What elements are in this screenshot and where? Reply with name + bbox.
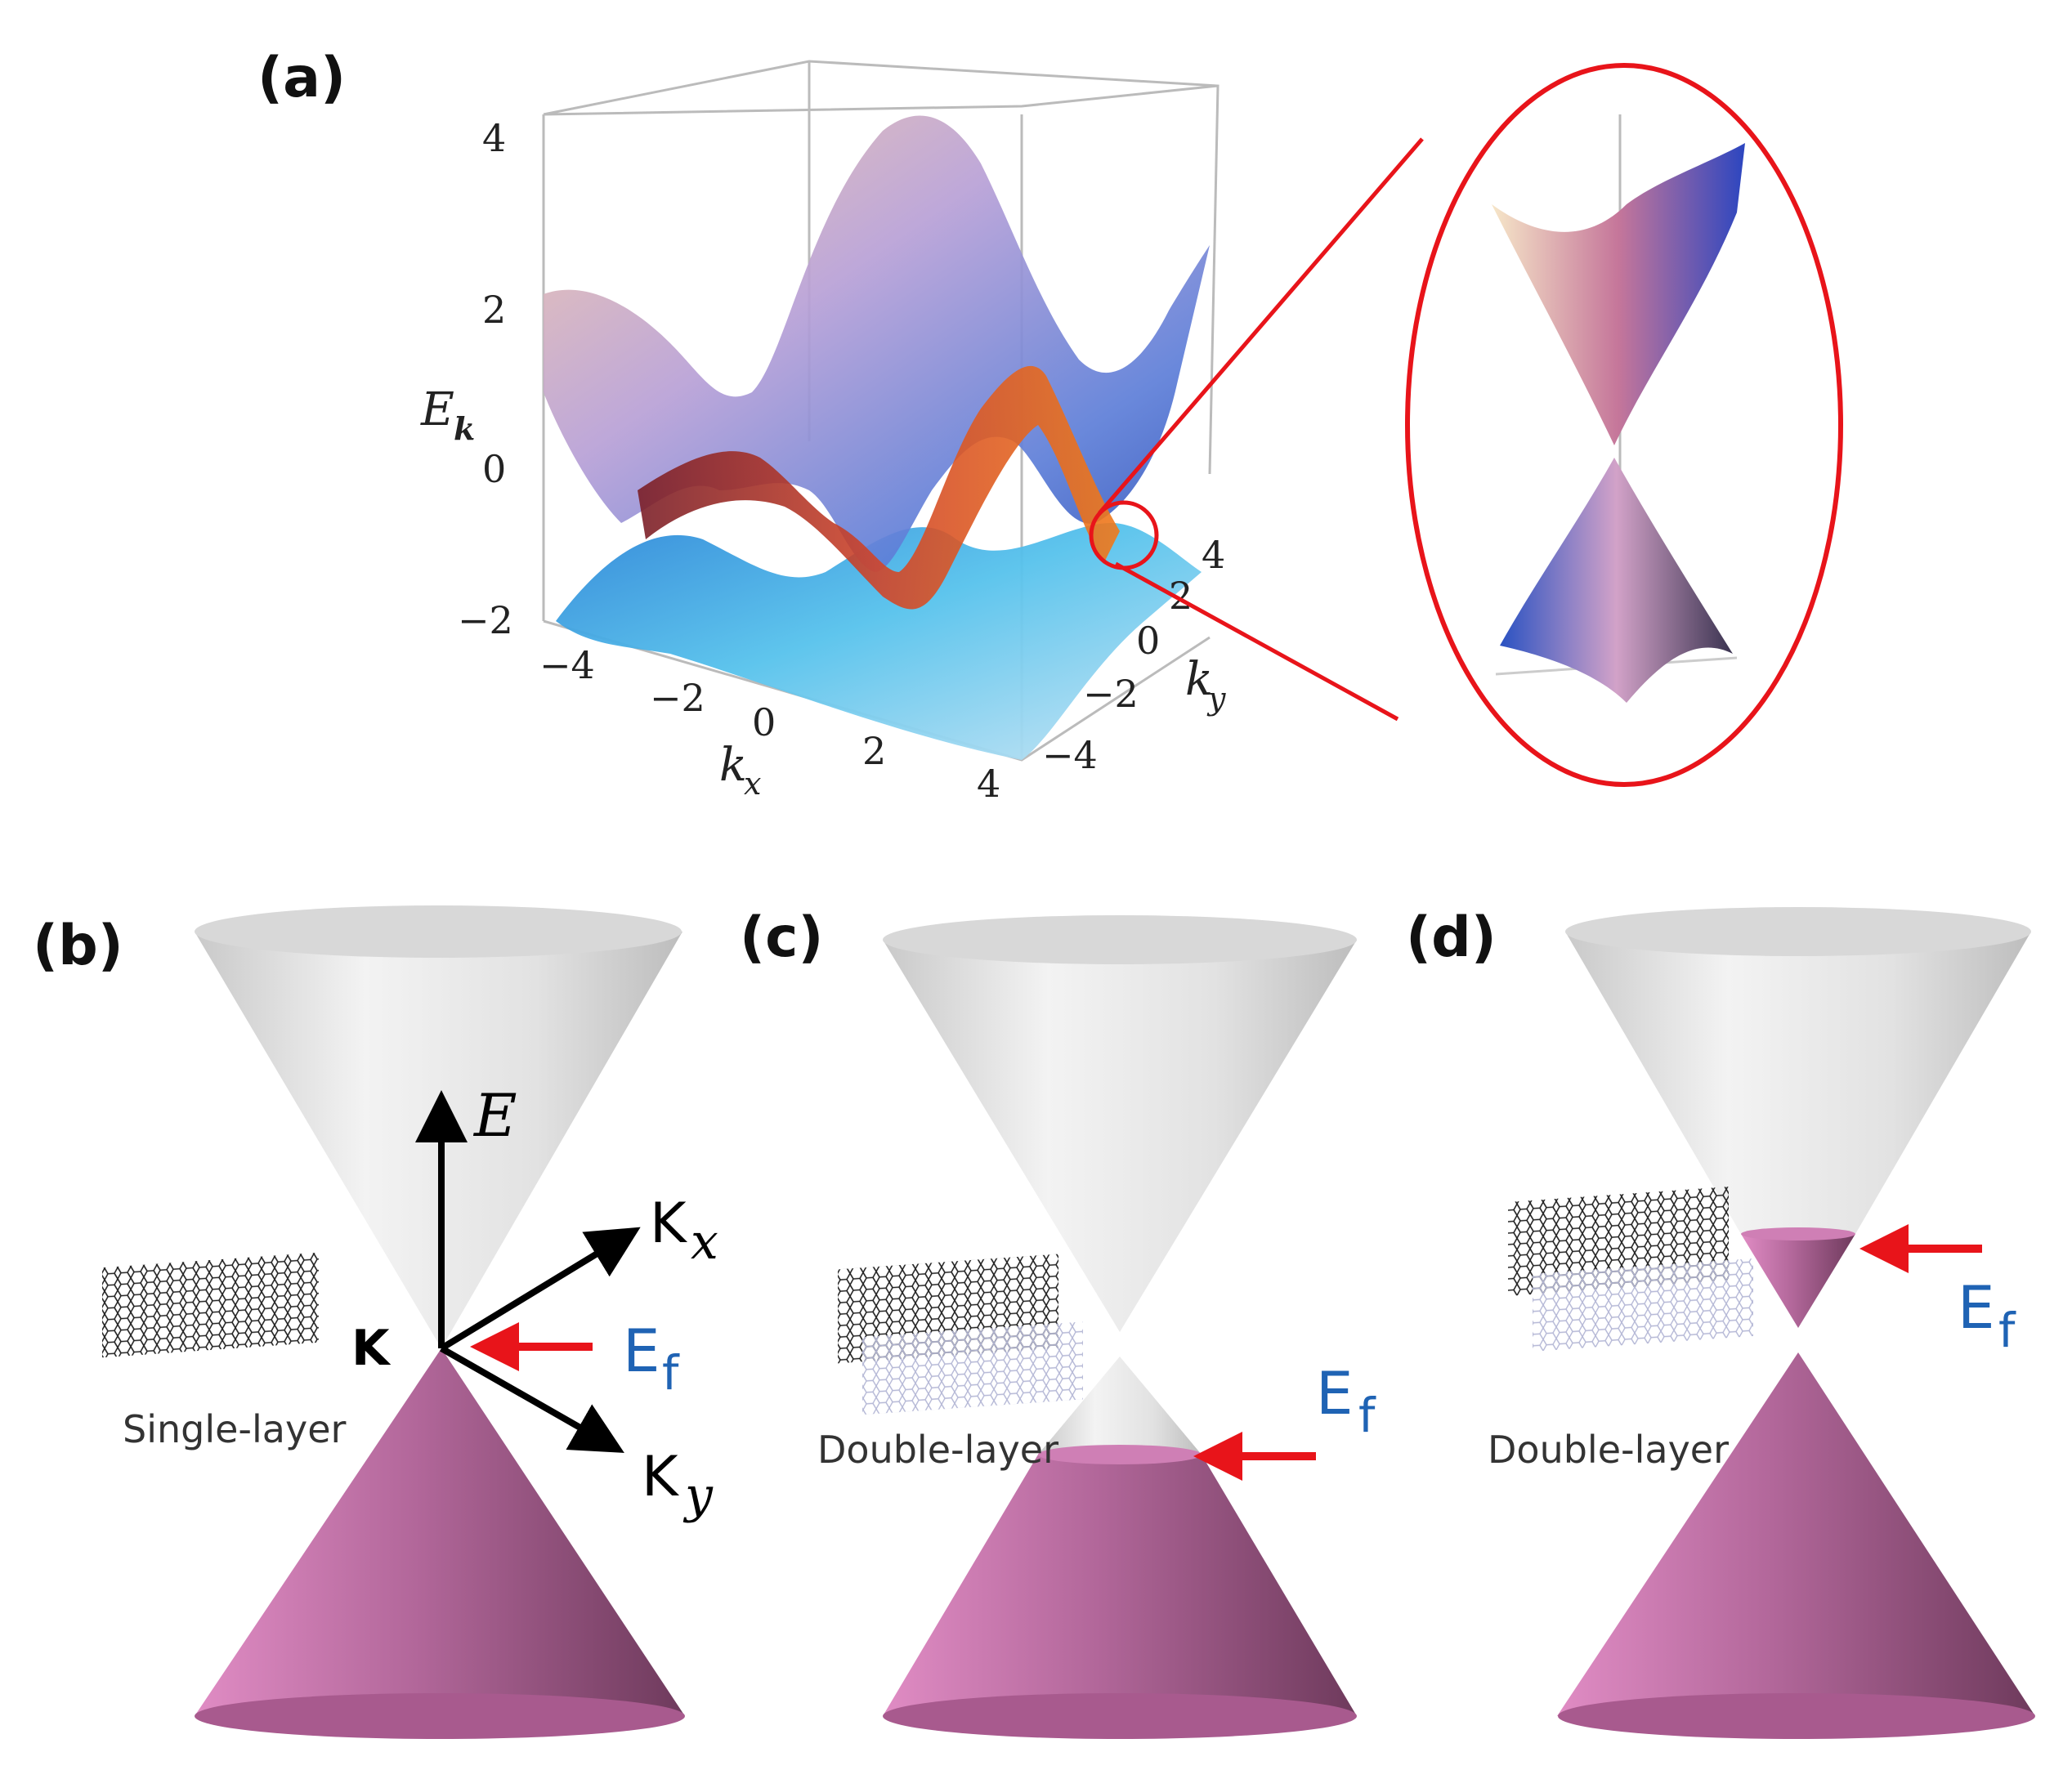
valence-cone-base	[1558, 1693, 2035, 1739]
conduction-cone	[1565, 932, 2031, 1234]
z-tick: 2	[482, 288, 506, 332]
fermi-surface-disk	[1741, 1227, 1855, 1240]
z-tick: −2	[458, 598, 513, 642]
x-tick: 4	[977, 762, 1000, 806]
panel-b: (b) Single-layer E K x K y K E f	[33, 905, 718, 1739]
y-tick: −2	[1083, 672, 1139, 716]
conduction-cone	[883, 940, 1357, 1332]
band-ridge	[638, 365, 1120, 610]
double-layer-caption: Double-layer	[1488, 1428, 1729, 1472]
graphene-bottom-layer	[1533, 1258, 1753, 1352]
fermi-level-label: E	[623, 1316, 660, 1385]
panel-d-label: (d)	[1406, 905, 1497, 970]
graphene-bottom-layer	[862, 1321, 1083, 1415]
y-axis-subscript: y	[1206, 681, 1226, 717]
conduction-cone-filled-states	[1741, 1234, 1855, 1328]
y-axis-title: k	[1185, 653, 1213, 706]
z-tick: 4	[482, 116, 506, 160]
valence-cone	[195, 1348, 685, 1716]
valence-band-surface	[556, 523, 1202, 760]
zoom-lower-cone	[1500, 458, 1733, 703]
panel-a-label: (a)	[257, 46, 346, 110]
zoom-connector-lines	[1098, 137, 1424, 722]
z-tick: 0	[482, 447, 506, 491]
panel-a: (a) 4 2 0 −2 E k −4 −2	[257, 46, 1843, 806]
z-axis-title: E	[420, 383, 454, 436]
kx-axis-subscript: x	[691, 1214, 718, 1271]
ky-axis-label: K	[642, 1445, 680, 1509]
kx-axis-label: K	[650, 1191, 688, 1256]
x-axis-subscript: x	[744, 766, 761, 802]
fermi-level-label: E	[1316, 1359, 1354, 1428]
ky-axis-subscript: y	[682, 1467, 714, 1524]
valence-cone-base	[195, 1693, 685, 1739]
valence-cone-empty-states	[1038, 1357, 1202, 1455]
x-tick: −2	[650, 676, 705, 720]
x-tick: −4	[539, 643, 595, 687]
x-axis-title: k	[719, 739, 747, 792]
panel-b-label: (b)	[33, 914, 123, 978]
panel-c-label: (c)	[740, 905, 823, 970]
z-axis-subscript: k	[454, 410, 475, 447]
valence-cone-base	[883, 1693, 1357, 1739]
conduction-cone-rim	[883, 915, 1357, 964]
fermi-level-subscript: f	[1998, 1303, 2016, 1358]
x-tick: 0	[752, 700, 776, 744]
energy-axis-label: E	[472, 1081, 517, 1150]
conduction-cone-rim	[195, 905, 682, 958]
conduction-cone-rim	[1565, 907, 2031, 956]
single-layer-graphene-sheet	[102, 1252, 319, 1358]
x-tick: 2	[862, 729, 886, 773]
valence-cone	[883, 1455, 1357, 1716]
fermi-level-subscript: f	[1358, 1388, 1376, 1443]
y-tick: −4	[1042, 733, 1098, 777]
zoom-upper-cone	[1492, 143, 1745, 445]
band-structure-3d-plot: 4 2 0 −2 E k −4 −2 0 2 4 k x 4 2 0 −2 −4…	[420, 60, 1226, 806]
dirac-point-label: K	[351, 1320, 392, 1377]
fermi-level-label: E	[1958, 1273, 1995, 1342]
panel-d: (d) Double-layer E f	[1406, 905, 2035, 1739]
double-layer-caption: Double-layer	[817, 1428, 1058, 1472]
dirac-point-zoom-inset	[1405, 63, 1843, 787]
y-tick: 0	[1136, 619, 1160, 663]
fermi-surface-disk	[1038, 1445, 1202, 1464]
fermi-level-subscript: f	[662, 1345, 680, 1401]
single-layer-caption: Single-layer	[123, 1407, 347, 1451]
valence-cone	[1557, 1352, 2035, 1716]
panel-c: (c) Double-layer E f	[740, 905, 1376, 1739]
y-tick: 4	[1202, 533, 1225, 577]
